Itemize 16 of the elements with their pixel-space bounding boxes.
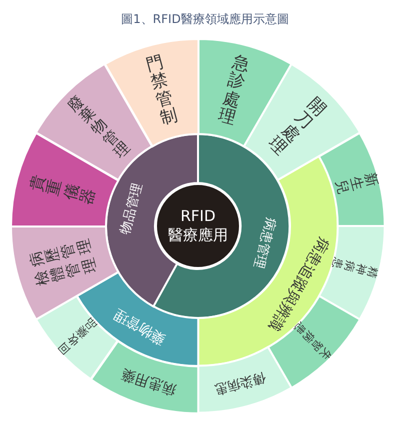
center-label: RFID 醫療應用 bbox=[167, 207, 229, 244]
segment-label: 病患管理 bbox=[250, 216, 277, 270]
segment-label: 失智病患 bbox=[292, 320, 334, 362]
segment-label: 急診處理 bbox=[216, 53, 252, 129]
segment-label: 病患用藥 bbox=[120, 366, 178, 397]
segment-label: 廢棄物管理 bbox=[64, 92, 134, 162]
segment-label: 藥物管理 bbox=[112, 306, 168, 347]
segment-label: 傳染病患 bbox=[213, 370, 268, 397]
segment-label: 回收藥品 bbox=[56, 316, 99, 356]
segment-label: 新生兒 bbox=[331, 171, 380, 197]
segment-label: 物品管理 bbox=[119, 182, 146, 236]
diagram-title: 圖1、RFID醫療領域應用示意圖 bbox=[121, 12, 289, 26]
segment-label: 開刀處理 bbox=[264, 94, 330, 160]
segment-label: 貴重儀器 bbox=[27, 172, 98, 207]
segment-label: 精神病患 bbox=[330, 256, 380, 280]
segment-label: 門禁管制 bbox=[144, 53, 180, 129]
